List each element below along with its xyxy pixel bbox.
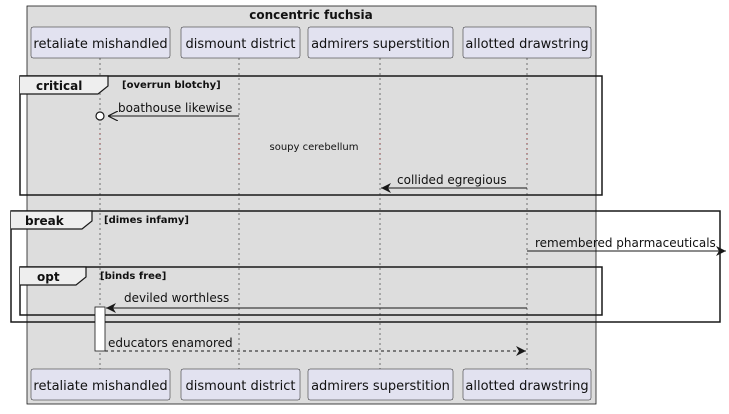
participant-dismount-district-bottom[interactable]: dismount district xyxy=(180,368,301,401)
participant-label: dismount district xyxy=(186,379,296,394)
message-label: boathouse likewise xyxy=(118,101,232,115)
fragment-kind: break xyxy=(25,214,65,228)
message-label: deviled worthless xyxy=(124,291,229,305)
message-label: educators enamored xyxy=(108,336,233,350)
fragment-critical: critical [overrun blotchy] xyxy=(19,75,603,196)
fragment-kind: critical xyxy=(36,79,82,93)
fragment-guard: [dimes infamy] xyxy=(104,215,189,226)
fragment-break: break [dimes infamy] xyxy=(10,210,721,323)
participant-retaliate-mishandled-top[interactable]: retaliate mishandled xyxy=(30,26,171,59)
fragment-kind: opt xyxy=(37,270,60,284)
delay-marks xyxy=(99,133,528,165)
lost-message-circle xyxy=(95,111,105,121)
message-remembered-pharmaceuticals: remembered pharmaceuticals xyxy=(527,236,726,256)
participant-label: allotted drawstring xyxy=(465,379,588,394)
message-label: collided egregious xyxy=(397,173,507,187)
message-boathouse-likewise: boathouse likewise xyxy=(95,101,239,121)
participant-label: admirers superstition xyxy=(311,379,450,394)
delay-note: soupy cerebellum xyxy=(270,142,359,153)
participant-admirers-superstition-top[interactable]: admirers superstition xyxy=(307,26,454,59)
participant-retaliate-mishandled-bottom[interactable]: retaliate mishandled xyxy=(30,368,171,401)
message-collided-egregious: collided egregious xyxy=(381,173,527,193)
participant-label: admirers superstition xyxy=(311,37,450,52)
box-title: concentric fuchsia xyxy=(249,8,373,22)
fragment-guard: [binds free] xyxy=(100,271,166,282)
participant-admirers-superstition-bottom[interactable]: admirers superstition xyxy=(307,368,454,401)
participant-label: retaliate mishandled xyxy=(33,37,167,52)
fragment-guard: [overrun blotchy] xyxy=(122,80,221,91)
participant-dismount-district-top[interactable]: dismount district xyxy=(180,26,301,59)
lifelines xyxy=(99,58,528,369)
message-educators-enamored: educators enamored xyxy=(105,336,526,356)
participant-allotted-drawstring-top[interactable]: allotted drawstring xyxy=(462,26,592,59)
message-deviled-worthless: deviled worthless xyxy=(106,291,527,313)
message-label: remembered pharmaceuticals xyxy=(535,236,716,250)
participant-label: allotted drawstring xyxy=(465,37,588,52)
participant-label: retaliate mishandled xyxy=(33,379,167,394)
fragment-opt: opt [binds free] xyxy=(19,266,603,316)
grouping-box xyxy=(26,5,597,405)
participant-label: dismount district xyxy=(186,37,296,52)
activation-bar xyxy=(94,306,106,352)
participant-allotted-drawstring-bottom[interactable]: allotted drawstring xyxy=(462,368,592,401)
